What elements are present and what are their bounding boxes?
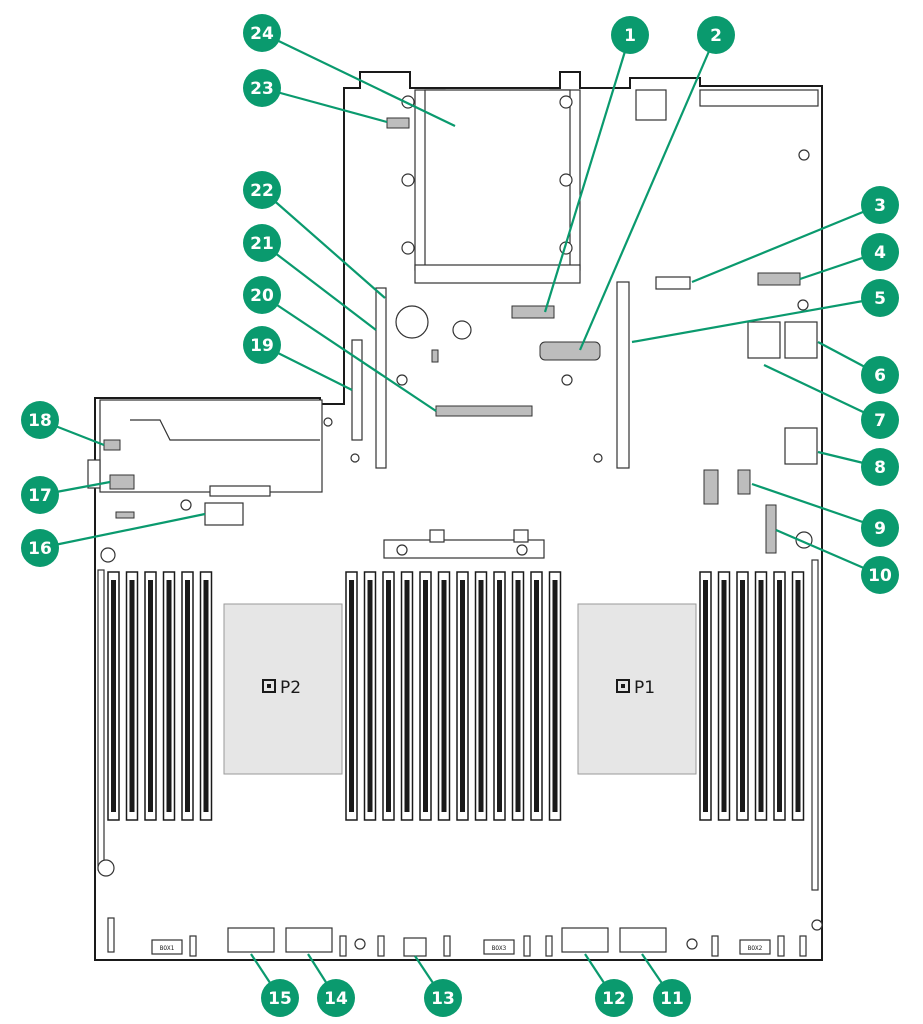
callout-number: 12 (602, 989, 626, 1009)
callout-number: 13 (431, 989, 455, 1009)
callout-number: 20 (250, 286, 274, 306)
processor-p2: P2 (223, 603, 343, 775)
leader-line-20 (261, 294, 437, 412)
callout-number: 15 (268, 989, 292, 1009)
connector-4 (757, 272, 801, 286)
rear-ports (635, 89, 819, 161)
callout-17: 17 (21, 476, 59, 514)
slot-5 (616, 281, 630, 469)
callout-number: 2 (710, 26, 722, 46)
callout-23: 23 (243, 69, 281, 107)
callout-4: 4 (861, 233, 899, 271)
dimm-bank-left (107, 571, 213, 821)
dimm-bank-center (345, 571, 562, 821)
leader-line-22 (261, 189, 386, 299)
callout-1: 1 (611, 16, 649, 54)
connector-23 (386, 117, 410, 129)
callout-21: 21 (243, 224, 281, 262)
callout-number: 10 (868, 566, 892, 586)
callout-number: 14 (324, 989, 348, 1009)
callout-number: 23 (250, 79, 274, 99)
callout-number: 5 (874, 289, 886, 309)
connector-7 (747, 321, 781, 359)
leader-line-7 (763, 364, 881, 421)
callout-number: 4 (874, 243, 886, 263)
battery-22 (395, 305, 429, 339)
connector-8 (784, 427, 818, 465)
dimm-bank-right (699, 571, 805, 821)
callout-18: 18 (21, 401, 59, 439)
callout-24: 24 (243, 14, 281, 52)
callout-15: 15 (261, 979, 299, 1017)
connector-12 (561, 927, 609, 953)
connector-17 (109, 474, 135, 490)
callout-11: 11 (653, 979, 691, 1017)
connector-18 (103, 439, 121, 451)
connector-14 (285, 927, 333, 953)
callout-number: 1 (624, 26, 636, 46)
riser-cage (401, 89, 581, 284)
connector-9 (737, 469, 751, 495)
callout-10: 10 (861, 556, 899, 594)
callout-14: 14 (317, 979, 355, 1017)
callout-20: 20 (243, 276, 281, 314)
callout-7: 7 (861, 401, 899, 439)
leader-line-23 (261, 86, 388, 124)
slot-21 (375, 287, 387, 469)
box1-label: BOX1 (160, 945, 175, 952)
callout-number: 8 (874, 458, 886, 478)
connector-13 (403, 937, 427, 957)
connector-20 (435, 405, 533, 417)
leader-line-1 (543, 34, 632, 313)
leader-line-3 (691, 203, 881, 284)
callout-12: 12 (595, 979, 633, 1017)
callout-13: 13 (424, 979, 462, 1017)
callout-number: 17 (28, 486, 52, 506)
callout-16: 16 (21, 529, 59, 567)
callout-number: 18 (28, 411, 52, 431)
callout-number: 22 (250, 181, 274, 201)
connector-2 (539, 341, 601, 361)
callout-number: 9 (874, 519, 886, 539)
callout-8: 8 (861, 448, 899, 486)
leader-line-16 (39, 512, 206, 550)
callout-number: 7 (874, 411, 886, 431)
leader-line-5 (631, 296, 881, 344)
leader-line-24 (261, 32, 456, 127)
callout-3: 3 (861, 186, 899, 224)
connector-10 (765, 504, 777, 554)
connector-11 (619, 927, 667, 953)
callout-number: 11 (660, 989, 684, 1009)
callout-number: 3 (874, 196, 886, 216)
connector-15 (227, 927, 275, 953)
connector-6 (784, 321, 818, 359)
processor-p1: P1 (577, 603, 697, 775)
left-riser (87, 399, 333, 497)
processor-p1-label: P1 (634, 678, 655, 698)
box3-label: BOX3 (492, 945, 507, 952)
processor-p2-label: P2 (280, 678, 301, 698)
callout-5: 5 (861, 279, 899, 317)
leader-line-2 (578, 34, 718, 351)
connector-3 (655, 276, 691, 290)
center-bracket (383, 529, 545, 559)
callout-2: 2 (697, 16, 735, 54)
connector-9b (703, 469, 719, 505)
callout-number: 6 (874, 366, 886, 386)
callout-number: 24 (250, 24, 274, 44)
callout-number: 19 (250, 336, 274, 356)
connector-1 (511, 305, 555, 319)
leader-line-21 (261, 242, 377, 331)
callout-22: 22 (243, 171, 281, 209)
box2-label: BOX2 (748, 945, 763, 952)
callout-9: 9 (861, 509, 899, 547)
bottom-connectors: BOX1 BOX3 BOX2 (107, 917, 807, 957)
leader-line-9 (751, 482, 881, 530)
callout-number: 16 (28, 539, 52, 559)
connector-16 (204, 502, 244, 526)
callout-6: 6 (861, 356, 899, 394)
callout-19: 19 (243, 326, 281, 364)
callout-number: 21 (250, 234, 274, 254)
